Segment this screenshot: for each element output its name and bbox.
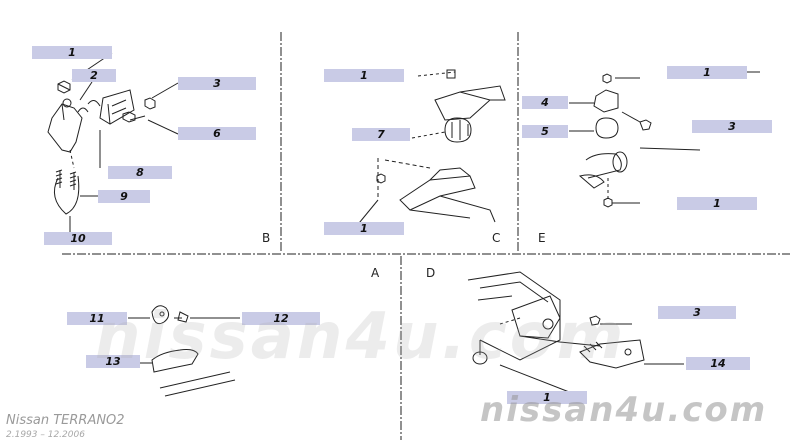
clip-ring-icon (151, 305, 170, 325)
insulator-e-icon (595, 117, 619, 139)
washer-icon (62, 98, 72, 108)
rubber-mount-upper (434, 91, 492, 121)
production-years: 2.1993 – 12.2006 (6, 430, 85, 440)
panel-e-parts (569, 73, 701, 208)
frame-rail-icon (467, 271, 561, 361)
callout-1-c-top[interactable]: 1 (324, 69, 404, 82)
clamp-plate-icon (99, 89, 135, 125)
bolt-head-icon (122, 111, 136, 123)
callout-14[interactable]: 14 (686, 357, 750, 370)
nut-icon-c-top (446, 69, 456, 79)
bolt-e-icon (639, 119, 652, 131)
section-b-label: B (262, 231, 271, 245)
callout-1-e-top[interactable]: 1 (667, 66, 747, 79)
callout-10[interactable]: 10 (44, 232, 112, 245)
bushing-d-icon (472, 351, 488, 365)
callout-9[interactable]: 9 (98, 190, 150, 203)
heat-shield-icon (151, 349, 199, 373)
nut-icon-e-top (602, 73, 612, 84)
bracket-e-icon (593, 89, 619, 113)
bracket-c-icon (399, 175, 476, 211)
nut-icon-e-bottom (603, 197, 613, 208)
callout-3[interactable]: 3 (178, 77, 256, 90)
bracket-d-icon (511, 295, 561, 339)
panel-d-parts (467, 271, 684, 369)
callout-1-c-bottom[interactable]: 1 (324, 222, 404, 235)
callout-1-d[interactable]: 1 (507, 391, 587, 404)
callout-6[interactable]: 6 (178, 127, 256, 140)
watermark-small: nissan4u.com (480, 390, 768, 430)
callout-1-e-bottom[interactable]: 1 (677, 197, 757, 210)
callout-13[interactable]: 13 (86, 355, 140, 368)
watermark-large: nissan4u.com (95, 300, 627, 374)
insulator-icon (444, 117, 472, 143)
hanger-icon (578, 174, 605, 189)
nut-icon-2 (144, 97, 156, 110)
exhaust-pipe-icon (585, 153, 622, 179)
section-d-label: D (426, 266, 436, 280)
callout-8[interactable]: 8 (108, 166, 172, 179)
bolt-a-icon (174, 311, 189, 323)
callout-12[interactable]: 12 (242, 312, 320, 325)
callout-3-d[interactable]: 3 (658, 306, 736, 319)
bracket-icon (47, 103, 83, 153)
section-a-label: A (371, 266, 380, 280)
callout-2[interactable]: 2 (72, 69, 116, 82)
u-bolt-icon (53, 175, 80, 215)
section-c-label: C (492, 231, 501, 245)
panel-a-parts (128, 305, 240, 397)
panel-c-parts (376, 69, 506, 223)
callout-7[interactable]: 7 (352, 128, 410, 141)
section-e-label: E (538, 231, 546, 245)
callout-3-e[interactable]: 3 (692, 120, 772, 133)
model-title: Nissan TERRANO2 (6, 413, 125, 428)
callout-1[interactable]: 1 (32, 46, 112, 59)
panel-b-parts (47, 80, 156, 215)
bolt-d-icon (589, 315, 601, 326)
callout-11[interactable]: 11 (67, 312, 127, 325)
callout-5[interactable]: 5 (522, 125, 568, 138)
hanger-d-icon (579, 339, 645, 369)
callout-4[interactable]: 4 (522, 96, 568, 109)
nut-icon-c-bottom (376, 173, 386, 184)
